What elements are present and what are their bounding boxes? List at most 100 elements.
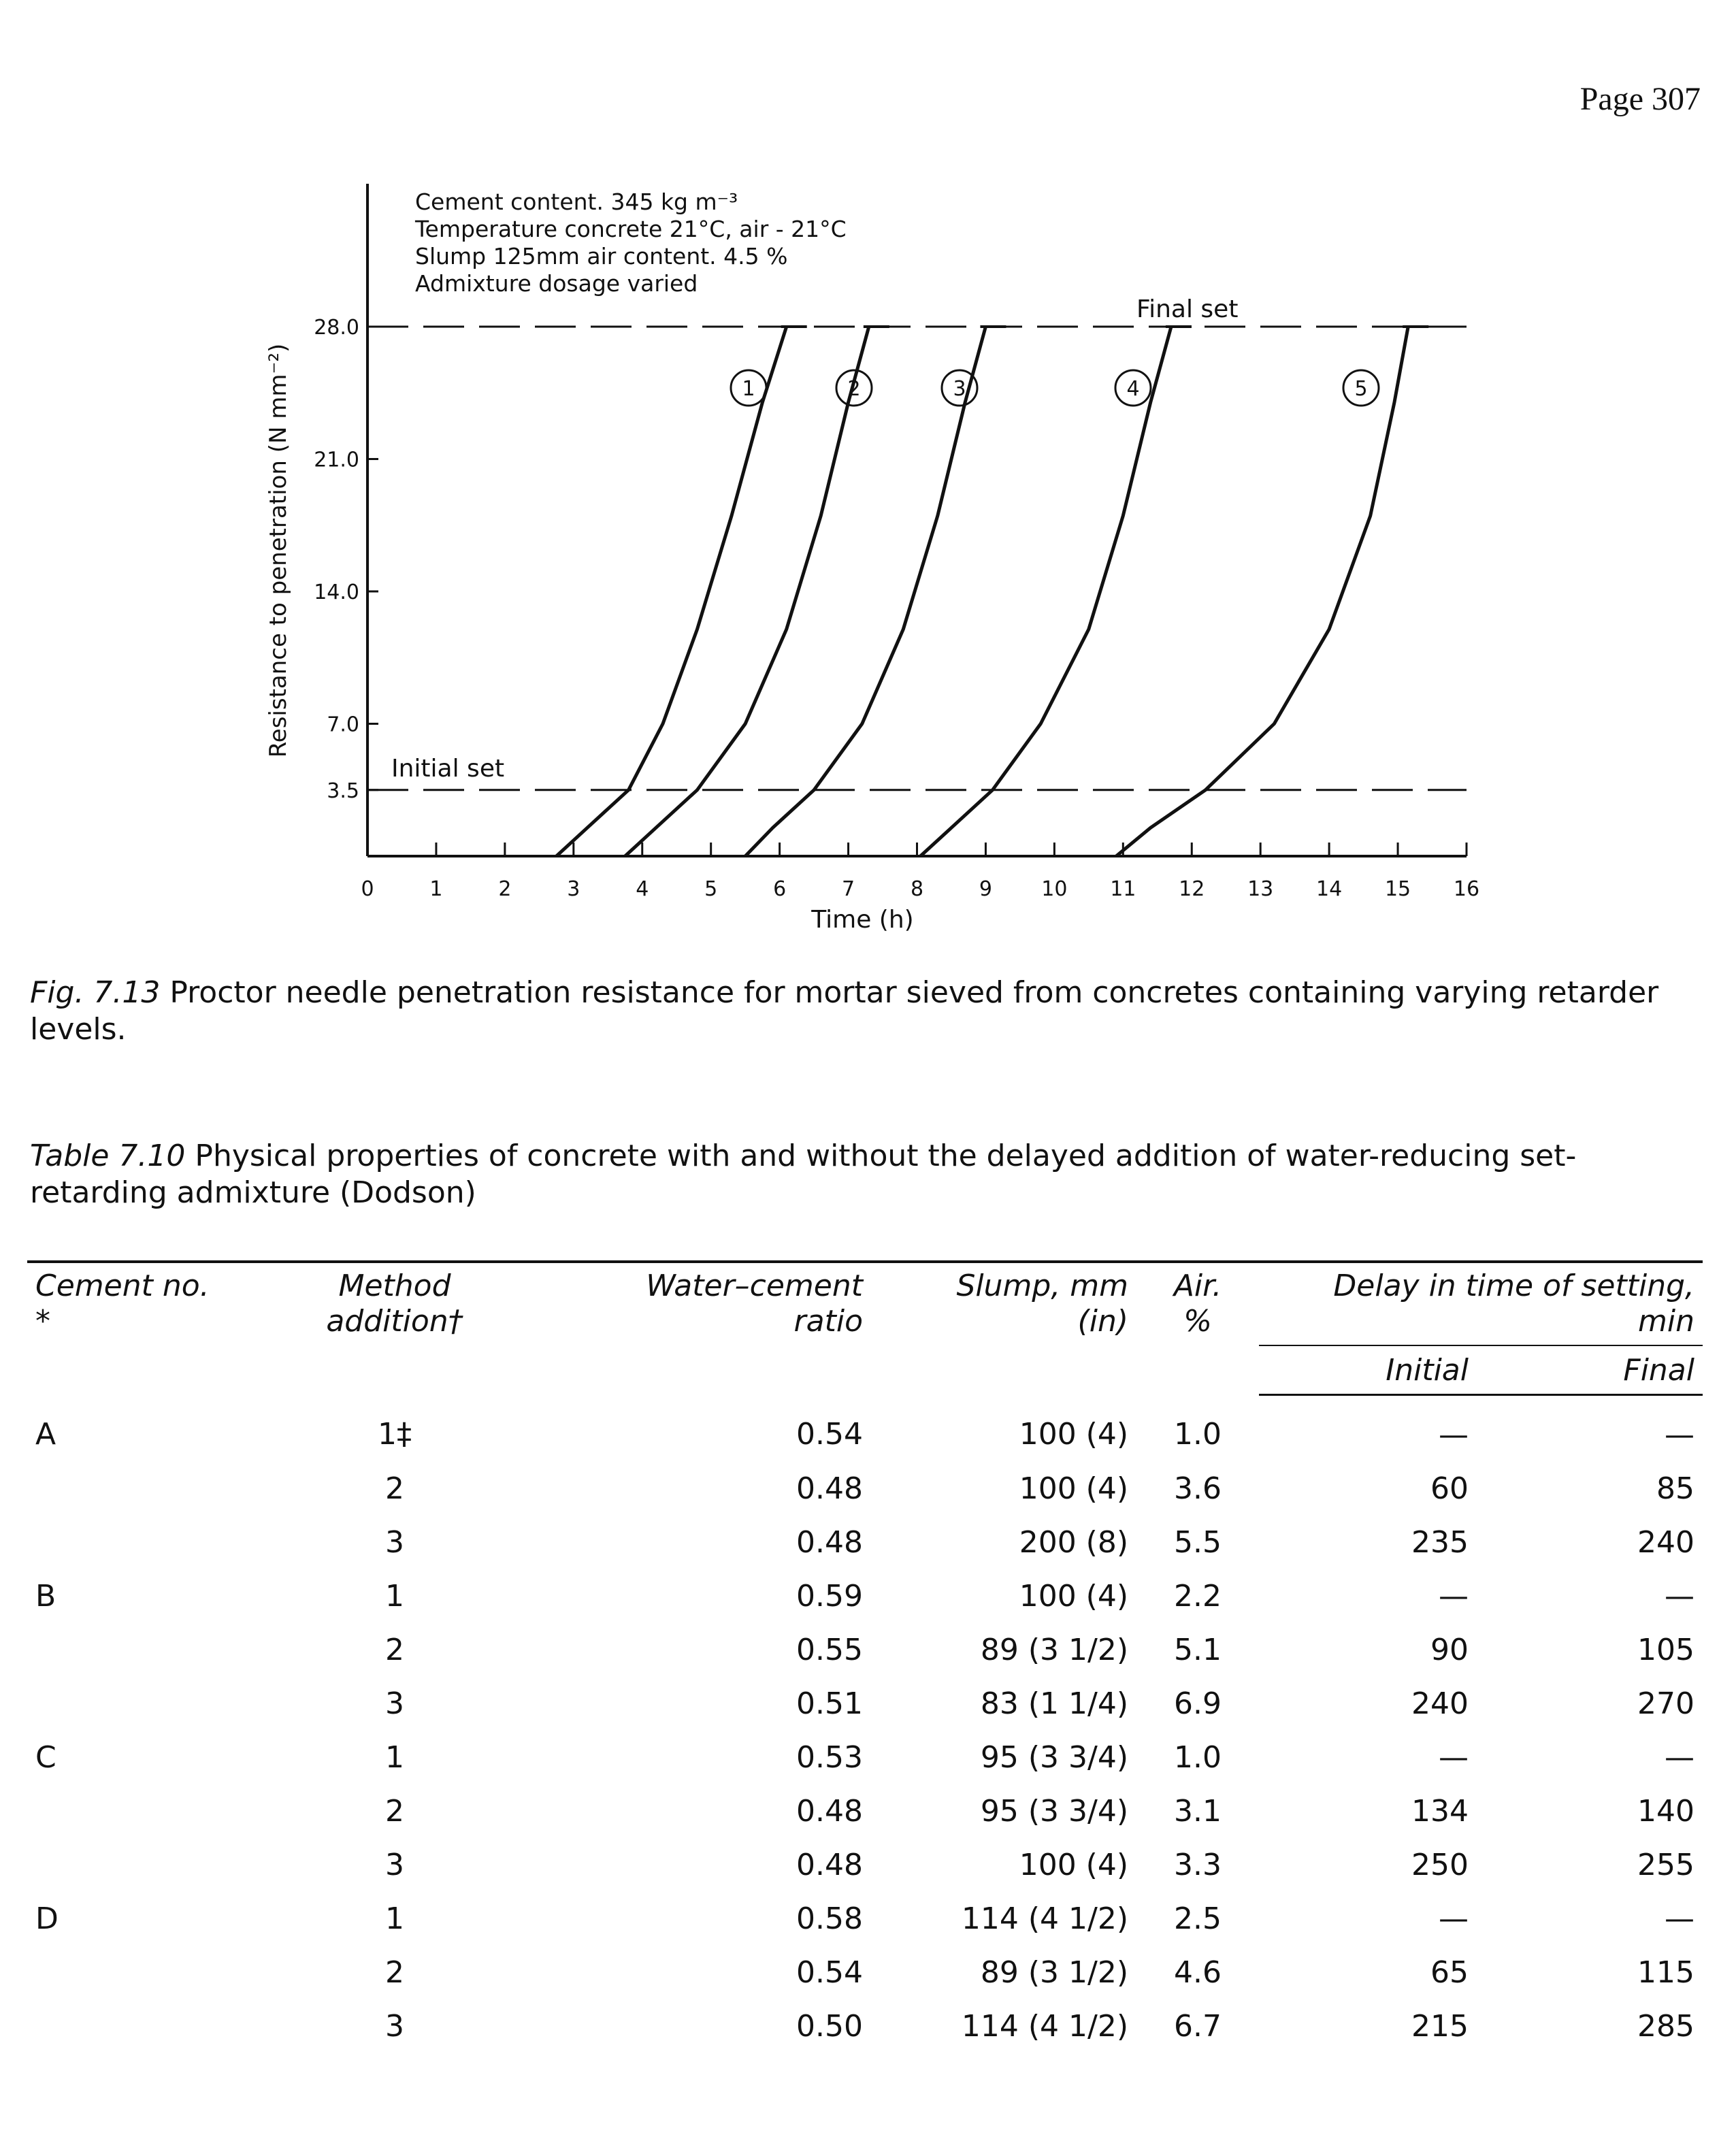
cell-air: 2.5 — [1174, 1901, 1222, 1936]
cell-slump: 83 (1 1/4) — [980, 1686, 1128, 1721]
cell-method: 1 — [385, 1740, 404, 1775]
cell-air: 5.1 — [1174, 1633, 1222, 1667]
cell-ratio: 0.58 — [796, 1901, 863, 1936]
header-air: Air. % — [1136, 1260, 1259, 1395]
cell-method: 2 — [385, 1471, 404, 1506]
cell-ratio: 0.54 — [796, 1955, 863, 1990]
cell-slump: 89 (3 1/2) — [980, 1633, 1128, 1667]
cell-slump: 100 (4) — [1019, 1579, 1128, 1614]
cell-cement: A — [35, 1417, 56, 1452]
cell-cement — [27, 1784, 231, 1838]
y-tick-label: 3.5 — [327, 779, 359, 803]
cell-cement: D — [35, 1901, 59, 1936]
cell-initial: — — [1439, 1418, 1469, 1452]
cell-initial: 235 — [1411, 1525, 1469, 1560]
series-label-circle — [940, 369, 979, 407]
cell-slump: 95 (3 3/4) — [980, 1794, 1128, 1829]
x-tick-label: 6 — [773, 877, 786, 901]
x-tick-label: 10 — [1041, 877, 1067, 901]
x-axis-label: Time (h) — [810, 906, 913, 932]
cell-method: 3 — [385, 2009, 404, 2044]
x-tick-label: 11 — [1110, 877, 1136, 901]
chart-axis-labels: Time (h)Resistance to penetration (N mm⁻… — [265, 344, 914, 932]
cell-cement — [27, 1999, 231, 2053]
annotation-line: Admixture dosage varied — [415, 270, 698, 297]
cell-method: 3 — [385, 1525, 404, 1560]
cell-initial: — — [1439, 1740, 1469, 1775]
cell-final: 115 — [1637, 1955, 1694, 1990]
cell-cement — [27, 1623, 231, 1677]
x-tick-label: 14 — [1316, 877, 1342, 901]
series-curve-5 — [1115, 326, 1410, 857]
cell-final: 285 — [1637, 2009, 1694, 2044]
series-label: 2 — [847, 377, 860, 401]
series-label-circle — [1342, 369, 1380, 407]
cell-method: 2 — [385, 1633, 404, 1667]
x-tick-label: 4 — [636, 877, 649, 901]
annotation-line: Temperature concrete 21°C, air - 21°C — [414, 216, 847, 242]
cell-cement — [27, 1516, 231, 1569]
series-label-circle — [835, 369, 873, 407]
y-tick-label: 7.0 — [327, 713, 359, 737]
cell-method: 1‡ — [378, 1417, 412, 1452]
cell-ratio: 0.48 — [796, 1471, 863, 1506]
series-label: 4 — [1126, 377, 1139, 401]
cell-final: — — [1665, 1740, 1694, 1775]
header-method: Method addition† — [231, 1260, 558, 1395]
properties-table: Cement no. * Method addition† Water–ceme… — [27, 1260, 1703, 2053]
cell-air: 2.2 — [1174, 1579, 1222, 1614]
final-set-label: Final set — [1136, 295, 1238, 323]
x-tick-label: 12 — [1179, 877, 1205, 901]
cell-initial: — — [1439, 1901, 1469, 1936]
cell-slump: 100 (4) — [1019, 1417, 1128, 1452]
cell-air: 3.1 — [1174, 1794, 1222, 1829]
cell-final: 270 — [1637, 1686, 1694, 1721]
cell-ratio: 0.54 — [796, 1417, 863, 1452]
table-caption-text: Physical properties of concrete with and… — [30, 1139, 1577, 1210]
cell-cement: C — [35, 1740, 56, 1775]
cell-air: 3.3 — [1174, 1848, 1222, 1882]
table-caption: Table 7.10 Physical properties of concre… — [30, 1138, 1663, 1211]
page-number: Page 307 — [1579, 81, 1701, 117]
cell-final: 140 — [1637, 1794, 1694, 1829]
x-tick-label: 13 — [1247, 877, 1273, 901]
cell-cement: B — [35, 1579, 56, 1614]
figure-caption-text: Proctor needle penetration resistance fo… — [30, 975, 1659, 1047]
cell-initial: 90 — [1430, 1633, 1469, 1667]
series-label-circle — [730, 369, 768, 407]
header-initial: Initial — [1259, 1345, 1477, 1396]
x-tick-label: 15 — [1385, 877, 1411, 901]
cell-method: 3 — [385, 1848, 404, 1882]
series-curve-4 — [919, 326, 1173, 857]
cell-ratio: 0.51 — [796, 1686, 863, 1721]
x-tick-label: 8 — [911, 877, 923, 901]
x-tick-label: 7 — [842, 877, 855, 901]
cell-air: 1.0 — [1174, 1740, 1222, 1775]
table-label: Table 7.10 — [30, 1139, 186, 1173]
x-tick-label: 3 — [567, 877, 580, 901]
x-tick-label: 2 — [498, 877, 511, 901]
initial-set-label: Initial set — [391, 755, 504, 783]
header-cement: Cement no. * — [27, 1260, 231, 1395]
x-tick-label: 0 — [361, 877, 374, 901]
header-delay: Delay in time of setting, min — [1259, 1260, 1703, 1346]
annotation-line: Slump 125mm air content. 4.5 % — [415, 243, 787, 269]
cell-method: 1 — [385, 1579, 404, 1614]
series-label: 1 — [742, 377, 755, 401]
cell-ratio: 0.50 — [796, 2009, 863, 2044]
y-tick-label: 28.0 — [314, 316, 359, 340]
header-slump: Slump, mm (in) — [871, 1260, 1136, 1395]
cell-ratio: 0.55 — [796, 1633, 863, 1667]
figure-label: Fig. 7.13 — [30, 975, 161, 1010]
